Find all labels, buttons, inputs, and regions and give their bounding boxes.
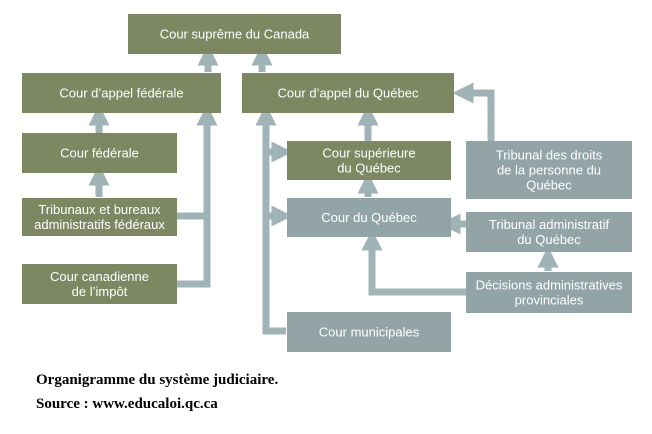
node-label: Tribunaux et bureaux: [38, 202, 161, 217]
arrow-municipal-to-quebec-appeal: [255, 104, 286, 335]
node-supreme: Cour suprême du Canada: [128, 14, 341, 54]
arrow-tribunals-to-federal-appeal: [177, 104, 218, 220]
node-box: [466, 212, 632, 252]
node-quebec-appeal: Cour d’appel du Québec: [242, 73, 454, 113]
node-label: Québec: [526, 178, 572, 193]
node-quebec-court: Cour du Québec: [287, 198, 451, 237]
node-label: de la personne du: [497, 163, 601, 178]
node-label: du Québec: [517, 232, 581, 247]
node-label: Cour canadienne: [50, 269, 149, 284]
node-label: Cour du Québec: [321, 210, 417, 225]
node-box: [287, 141, 451, 180]
node-box: [287, 198, 451, 237]
node-box: [466, 141, 632, 199]
arrow-tax-to-federal-appeal: [177, 200, 211, 288]
node-label: du Québec: [337, 161, 401, 176]
node-box: [466, 272, 632, 313]
node-federal: Cour fédérale: [22, 133, 177, 173]
node-label: administratifs fédéraux: [34, 217, 165, 232]
node-label: Tribunal administratif: [489, 217, 610, 232]
arrow-rights-to-quebec-appeal: [452, 82, 495, 141]
node-box: [22, 73, 221, 113]
node-label: Cour d’appel du Québec: [278, 86, 419, 101]
node-box: [242, 73, 454, 113]
node-label: provinciales: [515, 293, 584, 308]
arrow-decisions-to-quebec-court: [361, 229, 466, 296]
node-label: Cour suprême du Canada: [160, 27, 310, 42]
node-box: [22, 198, 177, 236]
node-federal-appeal: Cour d’appel fédérale: [22, 73, 221, 113]
node-label: Cour supérieure: [322, 146, 415, 161]
caption-source: Source : www.educaloi.qc.ca: [36, 396, 218, 412]
node-box: [287, 312, 451, 352]
node-label: Cour municipales: [319, 325, 420, 340]
node-label: Cour d’appel fédérale: [59, 86, 183, 101]
node-box: [128, 14, 341, 54]
caption-title: Organigramme du système judiciaire.: [36, 372, 279, 388]
node-label: de l’impôt: [72, 284, 128, 299]
node-label: Décisions administratives: [476, 278, 623, 293]
node-label: Cour fédérale: [60, 146, 139, 161]
node-label: Tribunal des droits: [496, 148, 603, 163]
node-box: [22, 264, 177, 304]
node-municipal: Cour municipales: [287, 312, 451, 352]
node-box: [22, 133, 177, 173]
